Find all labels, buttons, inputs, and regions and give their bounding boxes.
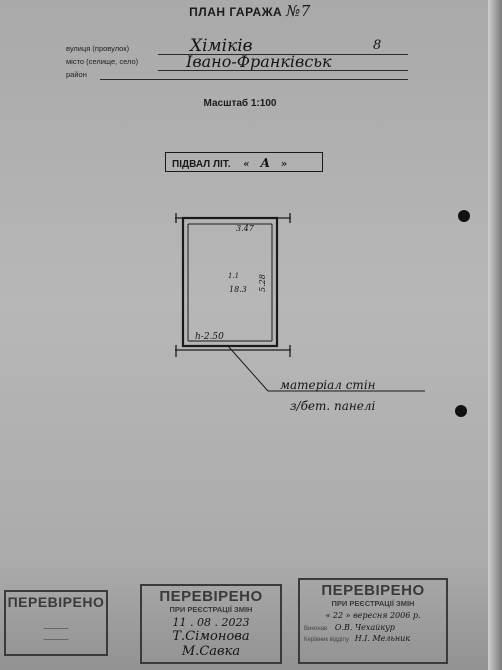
stamp-center-date: 11 . 08 . 2023 <box>172 616 250 629</box>
stamp-right-year: 2006 р. <box>389 611 421 620</box>
stamp-left: ПЕРЕВІРЕНО _____ _____ <box>4 590 108 656</box>
stamp-right-subtitle: ПРИ РЕЄСТРАЦІЇ ЗМІН <box>331 599 415 608</box>
top-dimension: 3.47 <box>236 224 255 233</box>
street-value: Хіміків <box>190 36 253 56</box>
stamp-center-subtitle: ПРИ РЕЄСТРАЦІЇ ЗМІН <box>169 605 253 614</box>
stamp-right-head-label: Керівник відділу <box>304 637 350 643</box>
stamp-right-month: вересня <box>353 611 388 620</box>
basement-box: ПІДВАЛ ЛІТ. « А » <box>165 152 323 172</box>
height-label: h-2.50 <box>195 332 224 342</box>
stamp-left-line2: _____ <box>43 629 69 640</box>
material-leader <box>227 345 269 392</box>
document-sheet <box>0 0 488 670</box>
stamp-right-executor: О.В. Чехайкур <box>334 623 395 632</box>
street-underline <box>158 54 408 55</box>
city-label: місто (селище, село) <box>66 57 139 66</box>
page-title: ПЛАН ГАРАЖА №7 <box>150 2 350 20</box>
material-line-1: матеріал стін <box>280 378 376 392</box>
stamp-left-title: ПЕРЕВІРЕНО <box>7 594 105 610</box>
city-underline <box>158 70 408 71</box>
stamp-center-name1: Т.Сімонова <box>172 629 250 644</box>
stamp-center-name2: М.Савка <box>181 644 241 659</box>
stamp-center: ПЕРЕВІРЕНО ПРИ РЕЄСТРАЦІЇ ЗМІН 11 . 08 .… <box>140 584 282 664</box>
basement-label: ПІДВАЛ ЛІТ. <box>172 159 231 170</box>
city-value: Івано-Франківськ <box>186 52 332 71</box>
stamp-right-day: 22 <box>332 611 344 620</box>
stamp-right-head: Н.І. Мельник <box>354 634 411 643</box>
title-text: ПЛАН ГАРАЖА <box>189 5 283 19</box>
room-code: 1.1 <box>228 272 239 280</box>
stamp-right-title: ПЕРЕВІРЕНО <box>321 582 425 599</box>
side-dimension: 5.28 <box>258 274 267 292</box>
stamp-left-line1: _____ <box>43 618 69 629</box>
house-number: 8 <box>373 38 382 53</box>
district-label: район <box>66 70 87 79</box>
material-line-2: з/бет. панелі <box>290 399 376 413</box>
punch-hole-bottom <box>455 405 467 417</box>
stamp-right-date: « 22 » вересня 2006 р. <box>325 611 421 620</box>
basement-letter: А <box>260 156 271 170</box>
page-edge <box>488 0 502 670</box>
room-area: 18.3 <box>229 285 247 294</box>
stamp-right-head-row: Керівник відділу Н.І. Мельник <box>300 634 446 643</box>
stamp-right-executor-label: Виконав <box>304 626 328 632</box>
garage-number: №7 <box>286 2 311 20</box>
scale-label: Масштаб 1:100 <box>203 98 277 109</box>
district-underline <box>100 79 408 80</box>
punch-hole-top <box>458 210 470 222</box>
stamp-right: ПЕРЕВІРЕНО ПРИ РЕЄСТРАЦІЇ ЗМІН « 22 » ве… <box>298 578 448 664</box>
stamp-center-title: ПЕРЕВІРЕНО <box>159 588 263 605</box>
street-label: вулиця (провулок) <box>66 44 130 53</box>
stamp-right-executor-row: Виконав О.В. Чехайкур <box>300 623 446 632</box>
